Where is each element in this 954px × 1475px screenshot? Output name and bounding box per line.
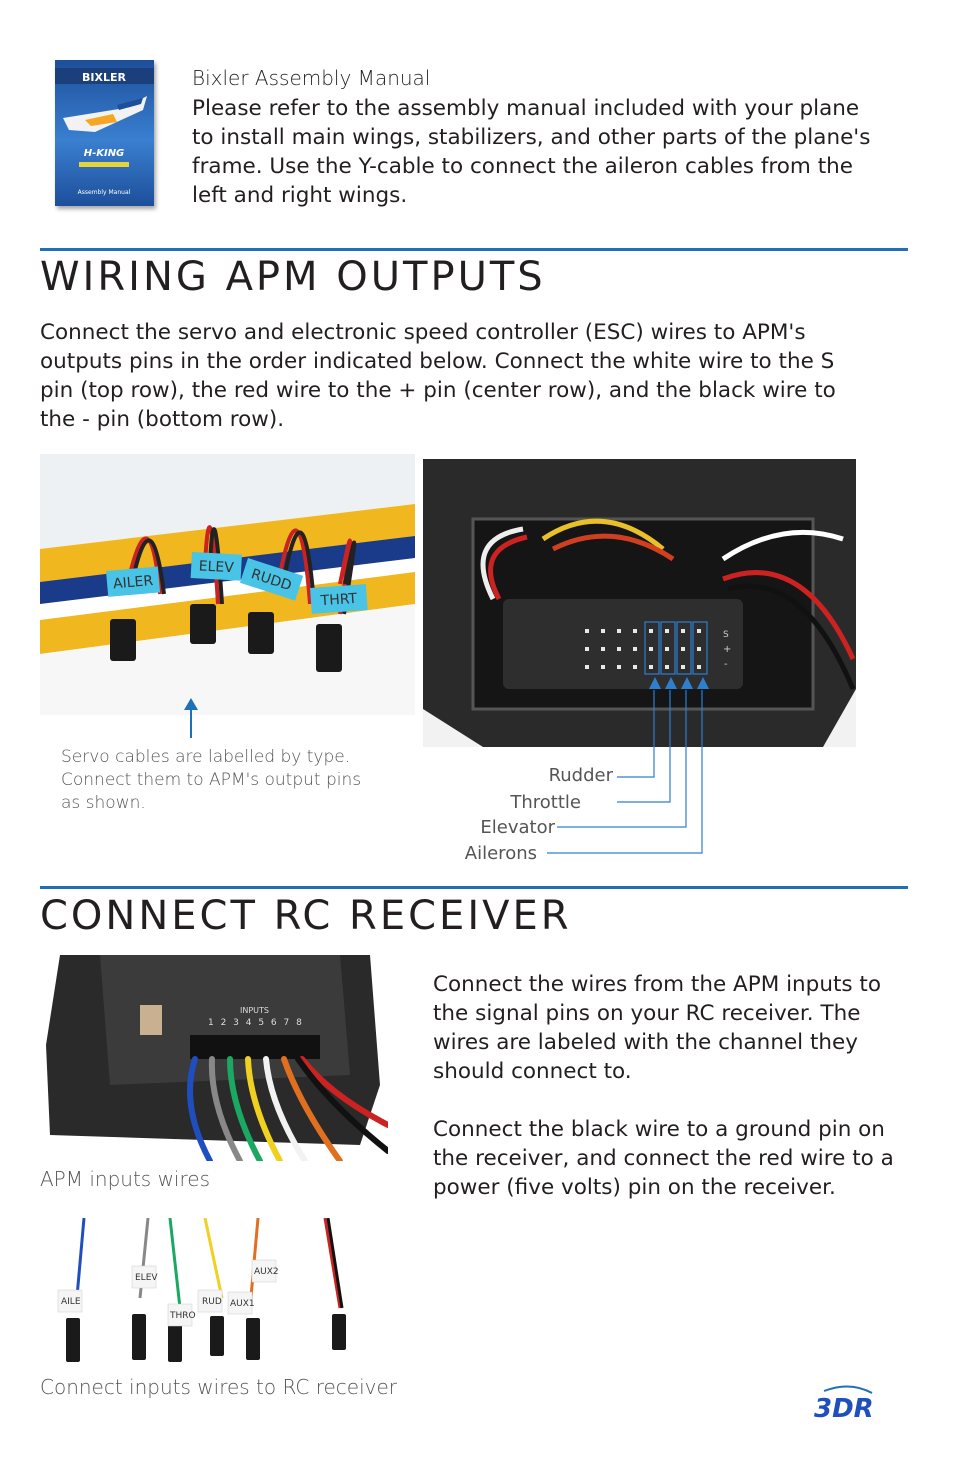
wire-tag-aux1: AUX1 — [230, 1299, 255, 1309]
connect-caption: Connect inputs wires to RC receiver — [40, 1375, 398, 1399]
wiring-heading: WIRING APM OUTPUTS — [40, 254, 546, 300]
logo-text: 3DR — [814, 1394, 874, 1423]
servo-tag-thrt: THRT — [319, 591, 358, 610]
wire-tag-thro: THRO — [169, 1311, 196, 1321]
inputs-caption: APM inputs wires — [40, 1167, 210, 1191]
wire-tag-rud: RUD — [202, 1297, 222, 1307]
servo-caption: Servo cables are labelled by type. Conne… — [61, 747, 362, 813]
manual-cover-image: BIXLER H-KING Assembly Manual — [55, 60, 154, 206]
wire-tag-aile: AILE — [61, 1297, 81, 1307]
manual-body: Please refer to the assembly manual incl… — [192, 96, 871, 208]
callout-leaders — [547, 690, 703, 854]
servo-tag-elev: ELEV — [198, 558, 234, 576]
receiver-body-2: Connect the black wire to a ground pin o… — [433, 1117, 894, 1200]
callout-elevator: Elevator — [480, 817, 555, 838]
cover-brand-text: BIXLER — [82, 71, 126, 84]
manual-title: Bixler Assembly Manual — [192, 66, 431, 90]
wiring-body: Connect the servo and electronic speed c… — [40, 320, 836, 432]
apm-outputs-photo: S + - — [423, 459, 856, 747]
board-inputs-label: INPUTS — [240, 1006, 269, 1015]
pin-mark-minus: - — [724, 659, 728, 670]
input-wires-photo: AILE ELEV THRO RUD AUX1 AUX2 — [40, 1218, 380, 1370]
wire-tag-elev: ELEV — [135, 1273, 158, 1283]
board-numbers: 1 2 3 4 5 6 7 8 — [208, 1018, 304, 1028]
section-divider — [40, 886, 908, 889]
cover-maker-text: H-KING — [84, 148, 125, 159]
servo-tag-ailer: AILER — [112, 573, 154, 592]
up-arrow-icon — [184, 698, 198, 738]
pin-mark-s: S — [723, 630, 729, 640]
servo-cables-photo: AILER ELEV RUDD THRT — [40, 454, 415, 715]
wire-tag-aux2: AUX2 — [254, 1267, 279, 1277]
receiver-heading: CONNECT RC RECEIVER — [40, 893, 572, 939]
apm-inputs-photo: INPUTS 1 2 3 4 5 6 7 8 — [40, 955, 388, 1161]
cover-caption-text: Assembly Manual — [78, 189, 131, 196]
pin-mark-plus: + — [723, 644, 731, 655]
callout-rudder: Rudder — [548, 765, 613, 786]
callout-throttle: Throttle — [510, 792, 581, 813]
3dr-logo: 3DR — [810, 1383, 890, 1424]
receiver-body-1: Connect the wires from the APM inputs to… — [433, 972, 882, 1084]
section-divider — [40, 248, 908, 251]
callout-ailerons: Ailerons — [464, 843, 537, 864]
